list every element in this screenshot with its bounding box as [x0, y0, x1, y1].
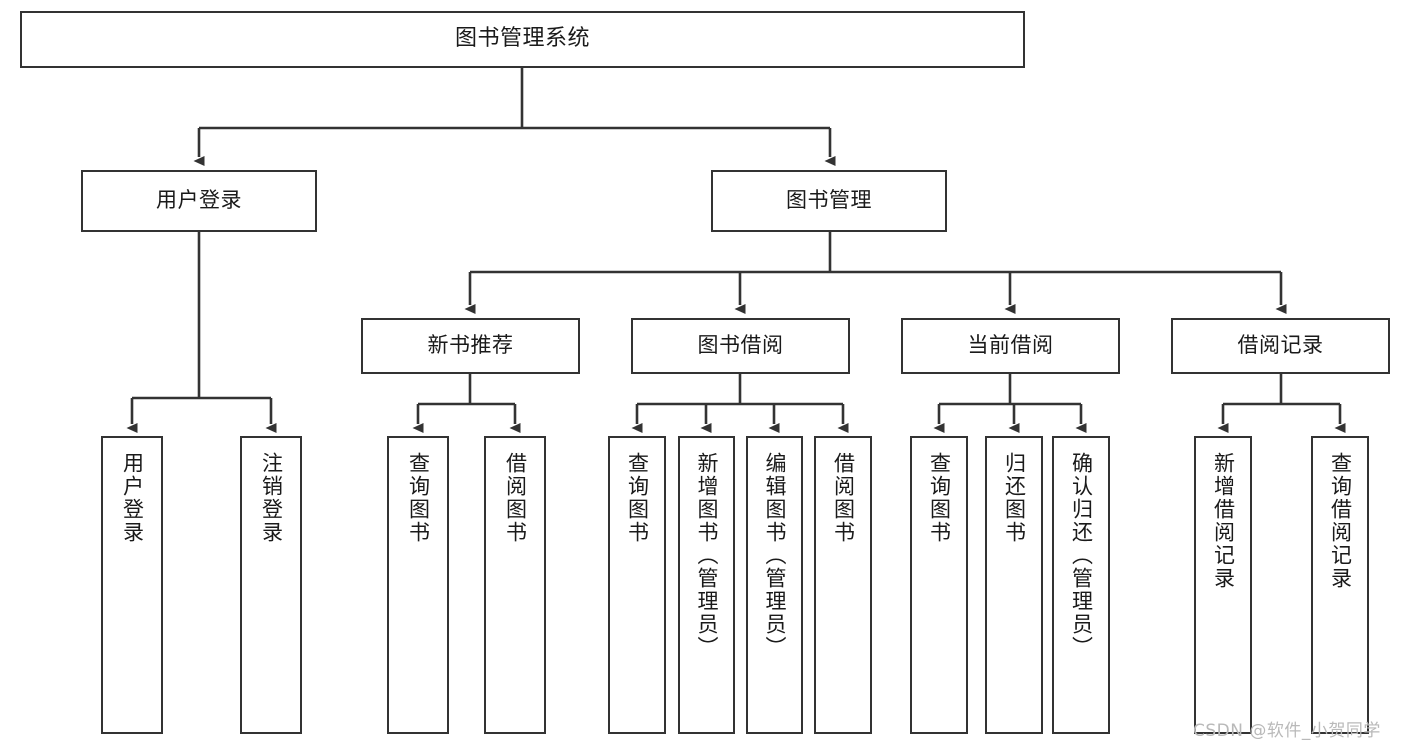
leaf-add-borrow-record[interactable]: 新增借阅记录 [1194, 436, 1252, 734]
node-user-login[interactable]: 用户登录 [81, 170, 317, 232]
leaf-query-books-current[interactable]: 查询图书 [910, 436, 968, 734]
leaf-confirm-return-admin[interactable]: 确认归还（管理员） [1052, 436, 1110, 734]
node-label: 编辑图书（管理员） [763, 452, 787, 659]
leaf-logout[interactable]: 注销登录 [240, 436, 302, 734]
node-root-book-management-system[interactable]: 图书管理系统 [20, 11, 1025, 68]
node-label: 新书推荐 [427, 333, 514, 358]
node-label: 用户登录 [156, 188, 242, 213]
leaf-borrow-books-newbook[interactable]: 借阅图书 [484, 436, 546, 734]
leaf-add-book-admin[interactable]: 新增图书（管理员） [678, 436, 735, 734]
node-label: 归还图书 [1002, 452, 1027, 544]
leaf-edit-book-admin[interactable]: 编辑图书（管理员） [746, 436, 803, 734]
node-book-borrowing[interactable]: 图书借阅 [631, 318, 850, 374]
node-new-book-recommendation[interactable]: 新书推荐 [361, 318, 580, 374]
node-book-management[interactable]: 图书管理 [711, 170, 947, 232]
node-current-borrowing[interactable]: 当前借阅 [901, 318, 1120, 374]
node-label: 图书管理系统 [454, 26, 590, 52]
leaf-borrow-books-borrow[interactable]: 借阅图书 [814, 436, 872, 734]
node-label: 借阅记录 [1237, 333, 1324, 358]
node-label: 用户登录 [120, 452, 145, 544]
node-label: 查询图书 [927, 452, 952, 544]
node-label: 查询图书 [625, 452, 650, 544]
node-label: 借阅图书 [503, 452, 528, 544]
node-label: 图书借阅 [697, 333, 784, 358]
leaf-return-books[interactable]: 归还图书 [985, 436, 1043, 734]
node-label: 查询借阅记录 [1328, 452, 1353, 590]
node-label: 当前借阅 [967, 333, 1054, 358]
csdn-watermark: CSDN @软件_小贺同学 [1193, 721, 1381, 741]
leaf-query-books-newbook[interactable]: 查询图书 [387, 436, 449, 734]
leaf-query-borrow-record[interactable]: 查询借阅记录 [1311, 436, 1369, 734]
node-label: 注销登录 [259, 452, 284, 544]
node-label: 新增借阅记录 [1211, 452, 1236, 590]
node-label: 新增图书（管理员） [695, 452, 719, 659]
node-label: 查询图书 [406, 452, 431, 544]
leaf-user-login[interactable]: 用户登录 [101, 436, 163, 734]
node-label: 借阅图书 [831, 452, 856, 544]
leaf-query-books-borrow[interactable]: 查询图书 [608, 436, 666, 734]
node-label: 确认归还（管理员） [1069, 452, 1094, 659]
node-label: 图书管理 [786, 188, 872, 213]
node-borrow-records[interactable]: 借阅记录 [1171, 318, 1390, 374]
